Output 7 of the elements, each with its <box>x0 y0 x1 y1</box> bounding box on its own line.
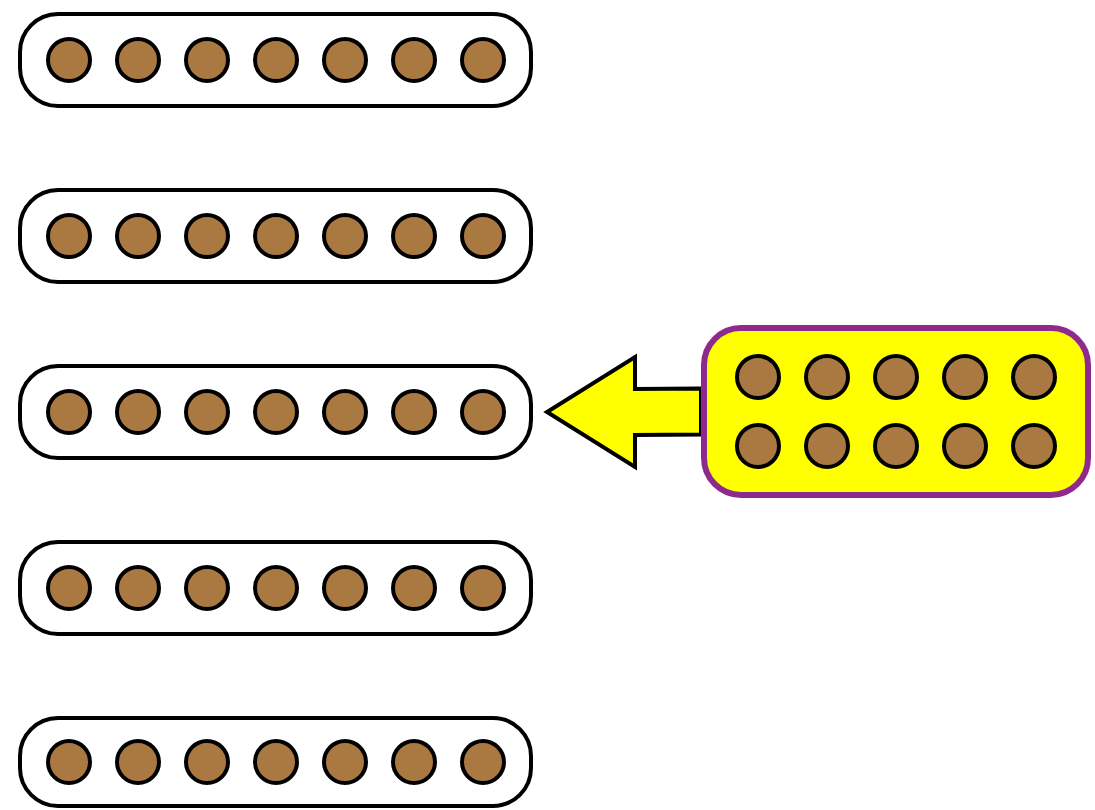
dot-strip-box <box>18 12 533 108</box>
block-arrow <box>543 353 703 471</box>
dot-strip-box <box>18 188 533 284</box>
dot-strip-box <box>18 540 533 636</box>
dot-strip-box <box>18 716 533 808</box>
dot-strip-box <box>18 364 533 460</box>
dot-grid-box <box>701 325 1091 498</box>
